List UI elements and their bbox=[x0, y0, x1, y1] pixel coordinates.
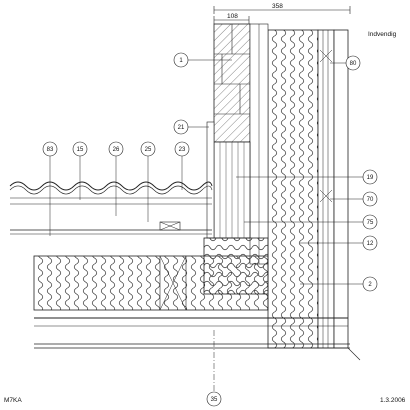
callout-19-text: 19 bbox=[367, 175, 374, 181]
callout-26: 26 bbox=[108, 141, 124, 157]
brick-wall bbox=[213, 23, 251, 143]
callout-1: 1 bbox=[173, 52, 189, 68]
callout-26-text: 26 bbox=[113, 147, 120, 153]
dimension-brick: 108 bbox=[213, 13, 250, 24]
callout-70: 70 bbox=[362, 191, 378, 207]
callout-70-text: 70 bbox=[367, 197, 374, 203]
interior-layers bbox=[317, 29, 349, 349]
callout-35: 35 bbox=[206, 391, 222, 407]
callout-23-text: 23 bbox=[179, 147, 186, 153]
callout-15-text: 15 bbox=[77, 147, 84, 153]
slab-lines bbox=[34, 317, 361, 361]
callout-21: 21 bbox=[173, 119, 189, 135]
callout-19: 19 bbox=[362, 169, 378, 185]
roof-tiles bbox=[9, 181, 213, 235]
timber-batten bbox=[206, 121, 251, 239]
callout-25: 25 bbox=[140, 141, 156, 157]
callout-15: 15 bbox=[72, 141, 88, 157]
callout-75-text: 75 bbox=[367, 220, 374, 226]
callout-80: 80 bbox=[345, 55, 361, 71]
callout-1-text: 1 bbox=[179, 58, 183, 64]
callout-23: 23 bbox=[174, 141, 190, 157]
callout-83-text: 83 bbox=[47, 147, 54, 153]
callout-80-text: 80 bbox=[350, 61, 357, 67]
callout-25-text: 25 bbox=[145, 147, 152, 153]
floor-insulation-upper bbox=[203, 237, 269, 295]
drawing-code: M7KA bbox=[4, 397, 22, 404]
dimension-overall: 358 bbox=[213, 3, 351, 14]
callout-leaders bbox=[49, 59, 363, 285]
callout-12-text: 12 bbox=[367, 241, 374, 247]
callout-12: 12 bbox=[362, 235, 378, 251]
callout-35-text: 35 bbox=[211, 397, 218, 403]
dimension-overall-text: 358 bbox=[272, 3, 283, 10]
callout-75: 75 bbox=[362, 214, 378, 230]
callout-21-text: 21 bbox=[178, 125, 185, 131]
callout-2: 2 bbox=[362, 276, 378, 292]
interior-label: Indvendig bbox=[368, 31, 397, 38]
dimension-brick-text: 108 bbox=[227, 13, 238, 20]
callout-83: 83 bbox=[42, 141, 58, 157]
drawing-date: 1.3.2006 bbox=[380, 397, 406, 404]
callout-2-text: 2 bbox=[368, 282, 372, 288]
